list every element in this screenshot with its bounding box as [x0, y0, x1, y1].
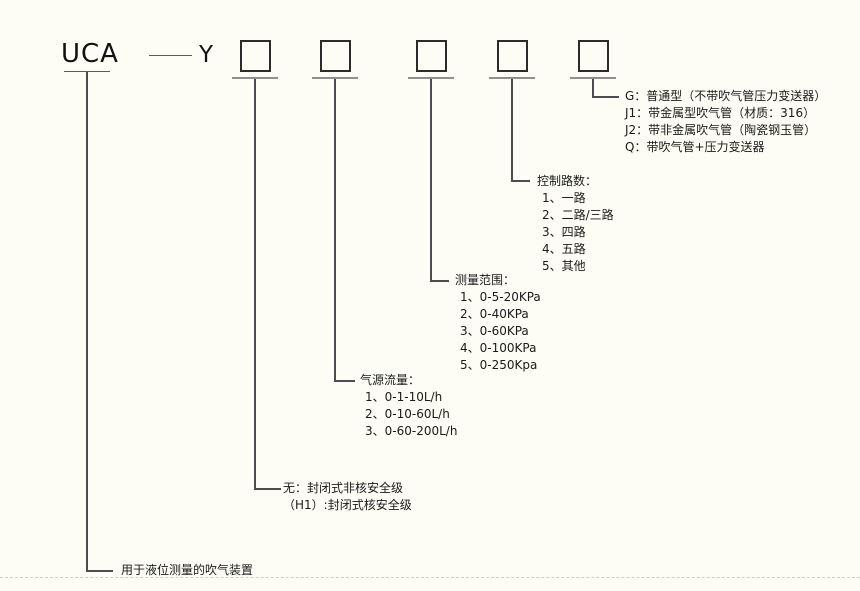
box5-drop-line: [592, 79, 594, 98]
section-base-description: 用于液位测量的吹气装置: [121, 562, 253, 579]
box1-underline: [232, 77, 278, 79]
code-box-4: [497, 40, 528, 72]
box1-elbow-line: [254, 488, 281, 490]
box2-drop-line: [334, 79, 336, 382]
box3-drop-line: [430, 79, 432, 282]
section-safety-class: 无：封闭式非核安全级 （H1）:封闭式核安全级: [283, 480, 412, 514]
base-description-text: 用于液位测量的吹气装置: [121, 563, 254, 577]
type-option-g: G：普通型（不带吹气管压力变送器）: [625, 89, 827, 103]
control-loops-option-3: 3、四路: [542, 225, 586, 239]
measuring-range-option-5: 5、0-250Kpa: [460, 358, 538, 372]
measuring-range-title: 测量范围：: [455, 273, 516, 287]
safety-class-h1: （H1）:封闭式核安全级: [283, 498, 412, 512]
measuring-range-option-3: 3、0-60KPa: [460, 324, 529, 338]
code-box-3: [416, 40, 447, 72]
bottom-dashed-rule: [0, 577, 860, 578]
section-measuring-range: 测量范围： 1、0-5-20KPa 2、0-40KPa 3、0-60KPa 4、…: [455, 272, 541, 374]
box4-elbow-line: [511, 180, 530, 182]
code-box-2: [320, 40, 351, 72]
box3-underline: [408, 77, 454, 79]
box2-elbow-line: [334, 380, 355, 382]
section-air-supply-flow: 气源流量： 1、0-1-10L/h 2、0-10-60L/h 3、0-60-20…: [360, 372, 457, 440]
box1-drop-line: [254, 79, 256, 490]
measuring-range-option-2: 2、0-40KPa: [460, 307, 529, 321]
prefix-drop-line: [86, 72, 88, 572]
type-option-j2: J2：带非金属吹气管（陶瓷钢玉管）: [625, 123, 817, 137]
box5-underline: [570, 77, 616, 79]
code-box-5: [578, 40, 609, 72]
measuring-range-option-1: 1、0-5-20KPa: [460, 290, 541, 304]
section-control-loops: 控制路数： 1、一路 2、二路/三路 3、四路 4、五路 5、其他: [537, 173, 614, 275]
control-loops-option-4: 4、五路: [542, 242, 586, 256]
prefix-underline: [64, 71, 110, 72]
model-dash-line: [149, 55, 192, 56]
model-series: Y: [199, 42, 214, 68]
model-prefix: UCA: [61, 39, 119, 69]
safety-class-none: 无：封闭式非核安全级: [283, 481, 404, 495]
type-option-j1: J1：带金属型吹气管（材质：316）: [625, 106, 816, 120]
box4-underline: [489, 77, 535, 79]
prefix-elbow-line: [86, 570, 113, 572]
control-loops-title: 控制路数：: [537, 174, 598, 188]
control-loops-option-5: 5、其他: [542, 259, 586, 273]
air-flow-option-2: 2、0-10-60L/h: [365, 407, 450, 421]
box4-drop-line: [511, 79, 513, 182]
box3-elbow-line: [430, 280, 449, 282]
air-flow-option-3: 3、0-60-200L/h: [365, 424, 458, 438]
air-flow-title: 气源流量：: [360, 373, 421, 387]
box2-underline: [312, 77, 358, 79]
section-blow-pipe-type: G：普通型（不带吹气管压力变送器） J1：带金属型吹气管（材质：316） J2：…: [625, 88, 826, 156]
air-flow-option-1: 1、0-1-10L/h: [365, 390, 443, 404]
code-box-1: [240, 40, 271, 72]
type-option-q: Q：带吹气管+压力变送器: [625, 140, 765, 154]
control-loops-option-2: 2、二路/三路: [542, 208, 614, 222]
measuring-range-option-4: 4、0-100KPa: [460, 341, 537, 355]
box5-elbow-line: [592, 96, 619, 98]
control-loops-option-1: 1、一路: [542, 191, 586, 205]
